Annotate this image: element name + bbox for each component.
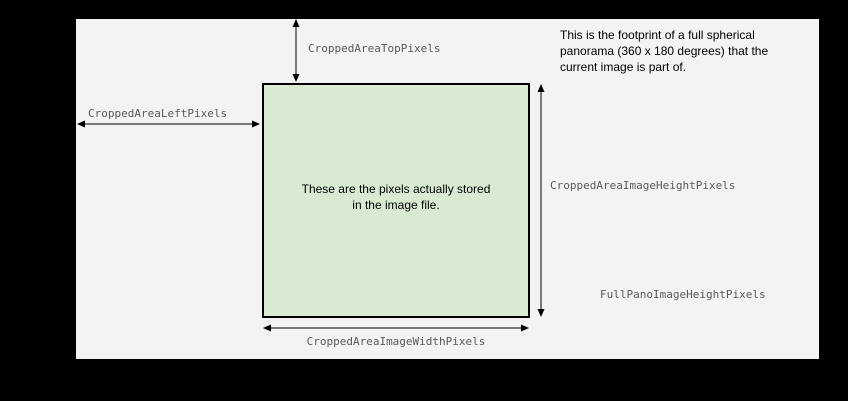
full-pano-footprint-note: This is the footprint of a full spherica… [560,28,769,74]
cropped-area-top-pixels-label: CroppedAreaTopPixels [308,42,441,55]
cropped-area-note: These are the pixels actually stored in … [301,182,491,212]
cropped-area-left-pixels-label: CroppedAreaLeftPixels [88,107,228,120]
cropped-area-image-height-pixels-label: CroppedAreaImageHeightPixels [550,179,736,192]
full-pano-image-height-pixels-label: FullPanoImageHeightPixels [600,288,766,301]
cropped-area-rect [262,83,530,318]
cropped-area-image-width-pixels-label: CroppedAreaImageWidthPixels [306,335,486,348]
